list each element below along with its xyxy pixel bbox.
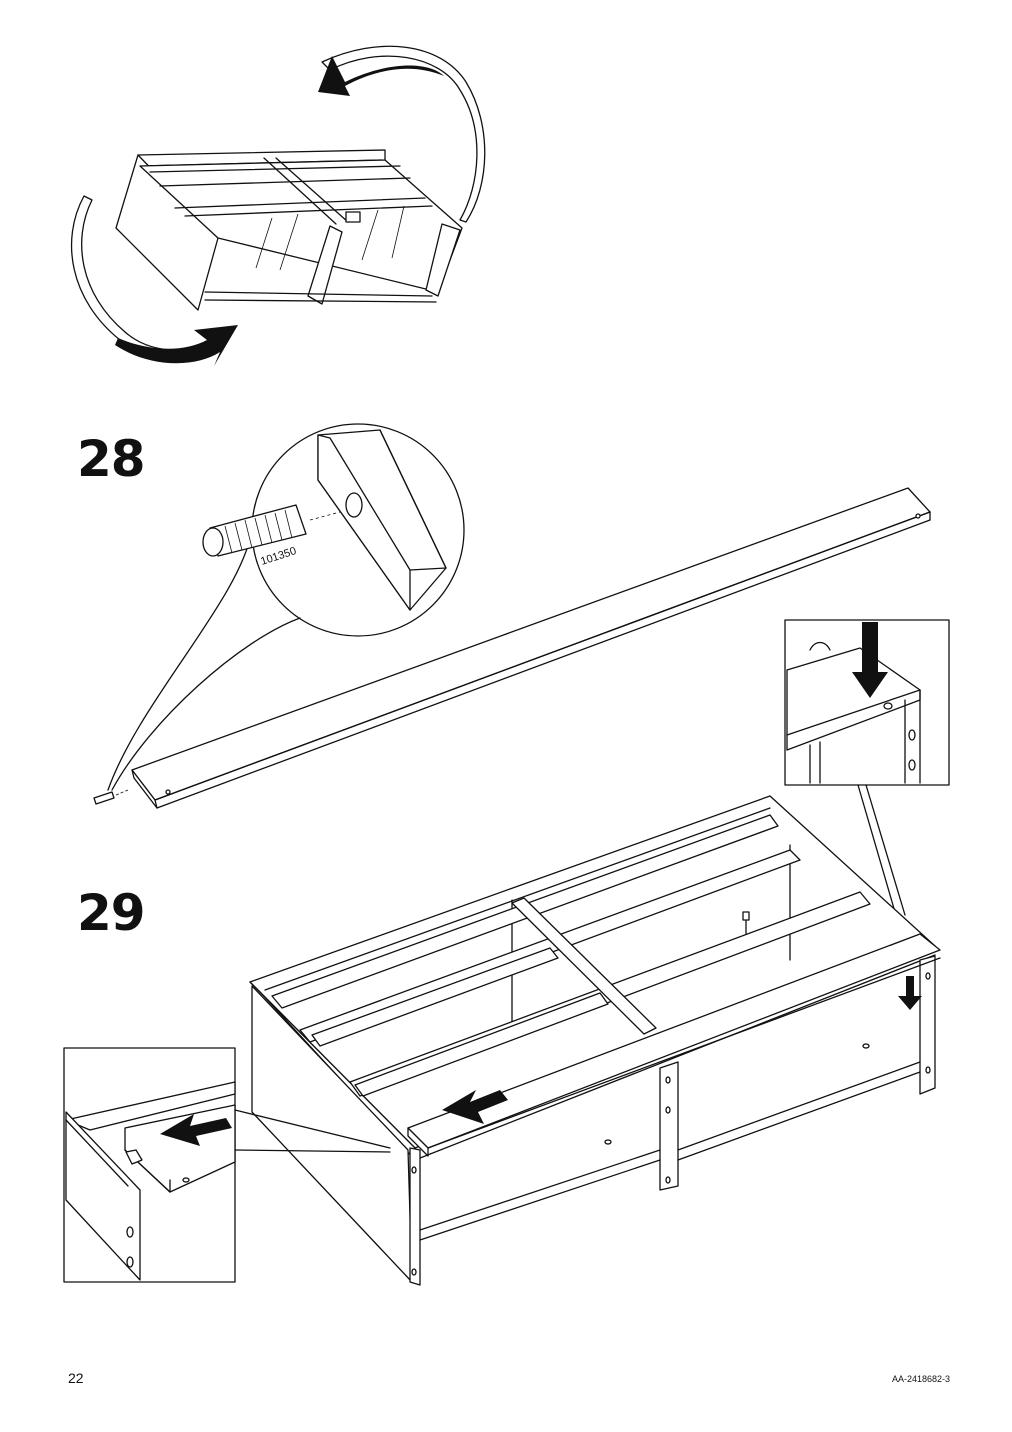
rotate-arrow-icon bbox=[115, 325, 238, 366]
down-arrow-icon bbox=[852, 622, 888, 698]
push-arrow-icon bbox=[442, 1090, 508, 1124]
down-arrow-icon bbox=[898, 976, 922, 1010]
step-number-28: 28 bbox=[77, 430, 146, 488]
step-number-29: 29 bbox=[77, 884, 146, 942]
rotate-arrow-icon bbox=[318, 56, 444, 96]
dowel-part bbox=[202, 504, 341, 557]
push-arrow-icon bbox=[160, 1114, 232, 1146]
page-number: 22 bbox=[68, 1370, 84, 1386]
step-28-illustration bbox=[93, 423, 931, 809]
flip-cabinet-illustration bbox=[70, 45, 486, 366]
rotate-arrow-top-outline bbox=[321, 45, 486, 223]
document-code: AA-2418682-3 bbox=[891, 1374, 950, 1384]
step-29-illustration bbox=[63, 619, 950, 1286]
